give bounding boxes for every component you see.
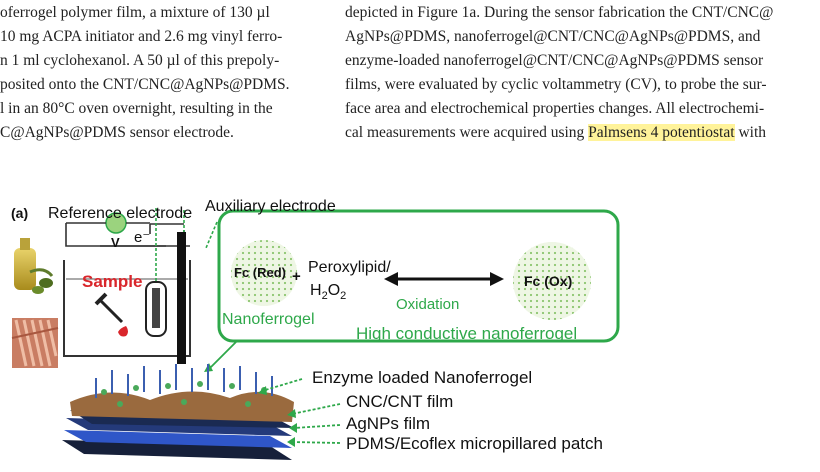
fc-ox-label: Fc (Ox) [524, 273, 573, 289]
text-line: C@AgNPs@PDMS sensor electrode. [0, 124, 234, 141]
fc-red-label: Fc (Red) [234, 265, 286, 280]
text-line: depicted in Figure 1a. During the sensor… [345, 4, 774, 21]
layer-label-pdms: PDMS/Ecoflex micropillared patch [346, 434, 603, 453]
text-line: oferrogel polymer film, a mixture of 130… [0, 4, 270, 21]
auxiliary-electrode-label: Auxiliary electrode [205, 198, 336, 215]
h2o2-sub: 2 [321, 290, 328, 303]
peroxylipid-label: Peroxylipid/ [308, 259, 391, 276]
text-line: AgNPs@PDMS, nanoferrogel@CNT/CNC@AgNPs@P… [345, 28, 761, 45]
figure-graphics [11, 208, 620, 460]
text-segment: cal measurements were acquired using [345, 124, 589, 141]
bacon-image [11, 318, 59, 368]
text-line: cal measurements were acquired using Pal… [345, 121, 766, 145]
electrochemical-cell [63, 223, 191, 357]
high-conductive-label: High conductive nanoferrogel [356, 324, 578, 343]
olive-oil-image [14, 238, 54, 294]
voltmeter-icon [66, 212, 150, 234]
dropper-icon [94, 292, 128, 337]
fc-red-particle [231, 240, 297, 306]
text-line: posited onto the CNT/CNC@AgNPs@PDMS. [0, 76, 290, 93]
electron-label: e⁻ [134, 229, 151, 246]
figure-1a: (a) Reference electrode Auxiliary electr… [0, 178, 820, 472]
h2o2-part: H [310, 282, 322, 299]
nanoferrogel-label: Nanoferrogel [222, 311, 315, 328]
text-line: l in an 80°C oven overnight, resulting i… [0, 100, 273, 117]
layer-label-agnps: AgNPs film [346, 414, 431, 433]
h2o2-label: H2O2 [310, 282, 346, 302]
plus-sign: + [292, 268, 301, 285]
text-line: face area and electrochemical properties… [345, 100, 765, 117]
panel-label: (a) [11, 205, 29, 221]
text-line: films, were evaluated by cyclic voltamme… [345, 76, 767, 93]
layer-pointers [261, 378, 341, 444]
h2o2-part: O [327, 282, 341, 299]
h2o2-sub: 2 [340, 290, 347, 303]
text-line: enzyme-loaded nanoferrogel@CNT/CNC@AgNPs… [345, 52, 764, 69]
layer-label-cnc-cnt: CNC/CNT film [346, 392, 454, 411]
reference-electrode [145, 281, 167, 337]
sample-label: Sample [82, 272, 143, 291]
sensor-patch [62, 364, 294, 460]
text-segment: with [734, 124, 766, 141]
double-arrow-icon [384, 272, 504, 286]
text-line: n 1 ml cyclohexanol. A 50 µl of this pre… [0, 52, 280, 69]
text-line: 10 mg ACPA initiator and 2.6 mg vinyl fe… [0, 28, 283, 45]
fc-ox-particle [513, 242, 591, 320]
reference-electrode-label: Reference electrode [48, 205, 193, 222]
voltmeter-label: V [111, 235, 120, 250]
layer-label-enzyme: Enzyme loaded Nanoferrogel [312, 368, 533, 387]
zoom-box [217, 209, 620, 343]
highlighted-text[interactable]: Palmsens 4 potentiostat [588, 124, 735, 141]
auxiliary-electrode [177, 232, 186, 364]
oxidation-label: Oxidation [396, 296, 460, 313]
